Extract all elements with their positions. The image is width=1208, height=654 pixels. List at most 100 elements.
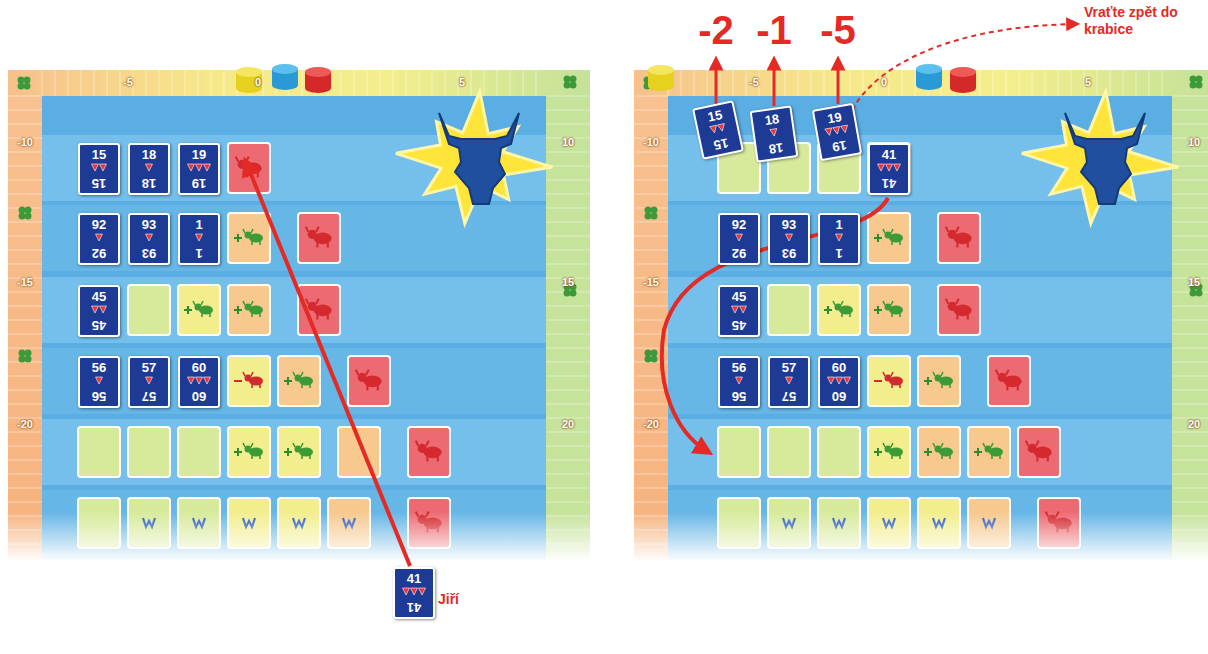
penalty-arrow bbox=[773, 60, 776, 106]
cow-icon bbox=[883, 229, 893, 233]
number-card: 5656 bbox=[718, 356, 760, 408]
cow-icon bbox=[356, 370, 369, 375]
clover-icon bbox=[1190, 82, 1197, 89]
track-tick bbox=[55, 70, 56, 96]
score-track bbox=[546, 96, 590, 560]
penalty-head bbox=[188, 164, 195, 171]
penalty-head bbox=[894, 164, 901, 171]
track-tick bbox=[8, 250, 42, 251]
number-card: 11 bbox=[178, 213, 220, 265]
track-tick bbox=[393, 70, 394, 96]
track-tick bbox=[1172, 208, 1208, 209]
penalty-heads bbox=[80, 233, 118, 243]
cow-icon bbox=[983, 443, 993, 447]
move-arrow bbox=[662, 198, 888, 452]
track-tick bbox=[8, 152, 42, 153]
clover-icon bbox=[651, 350, 658, 357]
track-tick bbox=[536, 70, 537, 96]
card-number: 56 bbox=[80, 360, 118, 375]
track-tick bbox=[445, 70, 446, 96]
plus-symbol bbox=[924, 448, 932, 456]
track-tick bbox=[1172, 390, 1208, 391]
card-number: 93 bbox=[770, 246, 808, 261]
cow-icon bbox=[252, 313, 260, 317]
score-number: 0 bbox=[255, 76, 261, 88]
track-tick bbox=[707, 70, 708, 96]
track-tick bbox=[634, 502, 668, 503]
track-tick bbox=[1172, 320, 1208, 321]
cow-icon bbox=[992, 455, 1000, 459]
track-tick bbox=[8, 292, 42, 293]
cow-icon bbox=[946, 299, 959, 304]
track-tick bbox=[1172, 180, 1208, 181]
clover-icon bbox=[570, 82, 577, 89]
card-number: 60 bbox=[820, 360, 858, 375]
board-slot bbox=[228, 356, 270, 406]
row-band bbox=[42, 348, 546, 414]
clover-icon bbox=[25, 207, 32, 214]
card-number: 1 bbox=[180, 217, 218, 232]
clover-icon bbox=[25, 350, 32, 357]
card-number: 41 bbox=[870, 176, 908, 191]
track-tick bbox=[546, 488, 590, 489]
cow-icon bbox=[833, 301, 843, 305]
card-number: 45 bbox=[80, 289, 118, 304]
penalty-head bbox=[92, 164, 99, 171]
board-slot bbox=[298, 213, 340, 263]
card-number: 1 bbox=[180, 246, 218, 261]
score-number: -20 bbox=[643, 418, 659, 430]
track-tick bbox=[497, 70, 498, 96]
row-band bbox=[42, 419, 546, 485]
penalty-head bbox=[828, 377, 835, 384]
number-card: 1919 bbox=[178, 143, 220, 195]
score-number: -15 bbox=[643, 276, 659, 288]
penalty-heads bbox=[80, 305, 118, 315]
player-token bbox=[305, 67, 331, 77]
number-card: 5656 bbox=[78, 356, 120, 408]
track-tick bbox=[798, 70, 799, 96]
bull-silhouette bbox=[439, 113, 519, 204]
plus-symbol bbox=[924, 377, 932, 385]
card-number: 45 bbox=[720, 289, 758, 304]
penalty-head bbox=[844, 377, 851, 384]
penalty-heads bbox=[130, 376, 168, 386]
penalty-head bbox=[736, 234, 743, 241]
cow-icon bbox=[302, 455, 310, 459]
track-tick bbox=[634, 180, 668, 181]
track-tick bbox=[354, 70, 355, 96]
board-slot bbox=[338, 427, 380, 477]
track-tick bbox=[8, 236, 42, 237]
track-tick bbox=[8, 96, 42, 97]
track-tick bbox=[8, 404, 42, 405]
track-tick bbox=[1172, 376, 1208, 377]
plus-symbol bbox=[234, 234, 242, 242]
track-tick bbox=[850, 70, 851, 96]
row-band bbox=[42, 205, 546, 271]
cow-icon bbox=[193, 301, 203, 305]
penalty-head bbox=[836, 234, 843, 241]
card-number: 19 bbox=[820, 136, 860, 157]
penalty-heads bbox=[820, 233, 858, 243]
cow-icon bbox=[252, 384, 260, 388]
track-tick bbox=[1172, 474, 1208, 475]
track-tick bbox=[185, 70, 186, 96]
track-tick bbox=[224, 70, 225, 96]
track-tick bbox=[211, 70, 212, 96]
number-card: 4141 bbox=[393, 567, 435, 619]
card-number: 92 bbox=[80, 246, 118, 261]
cow-icon bbox=[252, 455, 260, 459]
penalty-heads bbox=[180, 163, 218, 173]
score-number: -15 bbox=[17, 276, 33, 288]
card-number: 41 bbox=[395, 571, 433, 586]
penalty-head bbox=[786, 234, 793, 241]
track-tick bbox=[8, 362, 42, 363]
clover-icon bbox=[25, 356, 32, 363]
track-tick bbox=[634, 446, 668, 447]
track-tick bbox=[1097, 70, 1098, 96]
track-tick bbox=[634, 264, 668, 265]
track-tick bbox=[546, 432, 590, 433]
clover-icon bbox=[645, 213, 652, 220]
track-tick bbox=[634, 236, 668, 237]
track-tick bbox=[1071, 70, 1072, 96]
track-tick bbox=[1162, 70, 1163, 96]
